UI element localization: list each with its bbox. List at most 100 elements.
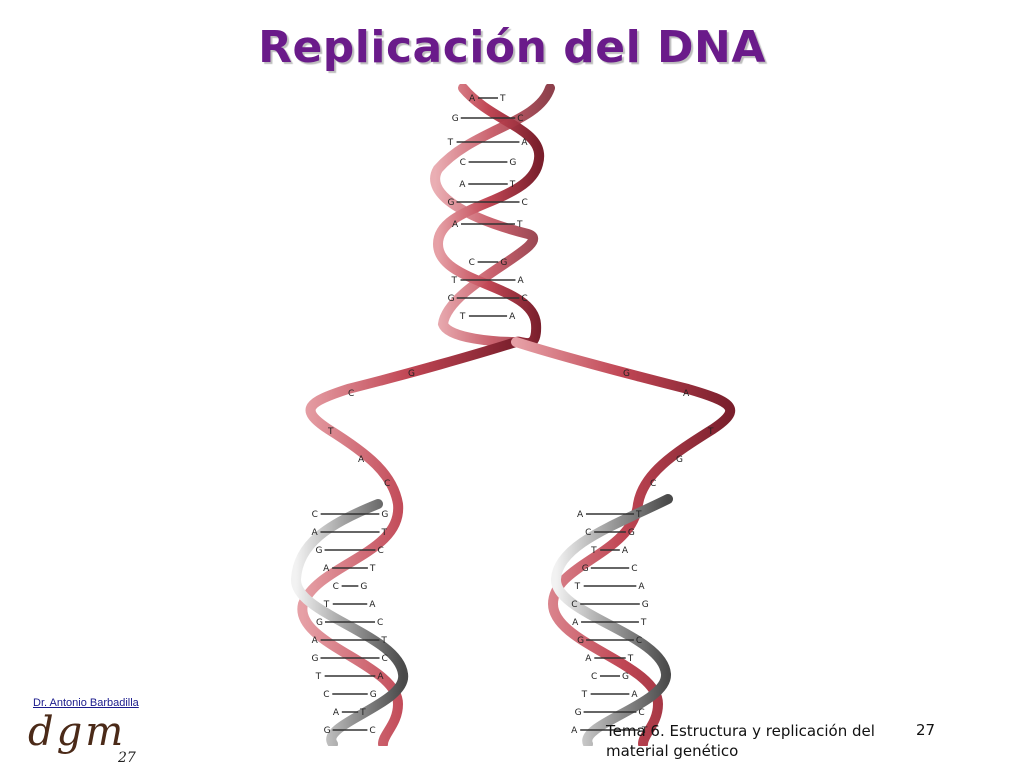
base-letter: C — [571, 600, 577, 610]
base-letter: A — [571, 726, 578, 736]
base-letter: C — [377, 618, 383, 628]
base-letter: A — [572, 618, 579, 628]
base-letter: T — [590, 546, 597, 556]
base-letter: C — [517, 114, 523, 124]
page-number: 27 — [916, 721, 936, 739]
base-letter: A — [469, 94, 476, 104]
base-letter: C — [631, 564, 637, 574]
base-letter: C — [460, 158, 466, 168]
base-letter: A — [638, 582, 645, 592]
base-letter: C — [650, 479, 656, 489]
base-letter: A — [459, 180, 466, 190]
base-letter: T — [359, 708, 366, 718]
base-letter: C — [348, 389, 354, 399]
base-letter: A — [577, 510, 584, 520]
logo-number: 27 — [118, 750, 136, 766]
base-letter: A — [452, 220, 459, 230]
base-letter: A — [517, 276, 524, 286]
base-letter: G — [324, 726, 331, 736]
base-letter: G — [642, 600, 649, 610]
slide-title: Replicación del DNA — [258, 22, 766, 73]
base-letter: G — [316, 546, 323, 556]
base-letter: G — [575, 708, 582, 718]
base-letter: T — [640, 618, 647, 628]
base-letter: G — [628, 528, 635, 538]
base-letter: G — [452, 114, 459, 124]
base-letter: T — [323, 600, 330, 610]
base-letter: C — [382, 654, 388, 664]
base-letter: G — [447, 198, 454, 208]
base-letter: C — [522, 198, 528, 208]
base-letter: C — [377, 546, 383, 556]
base-letter: G — [370, 690, 377, 700]
base-letter: T — [707, 427, 714, 437]
base-letter: A — [312, 636, 319, 646]
base-letter: T — [380, 636, 387, 646]
base-letter: C — [312, 510, 318, 520]
base-letter: A — [622, 546, 629, 556]
base-letter: A — [333, 708, 340, 718]
base-letter: C — [369, 726, 375, 736]
base-letter: C — [469, 258, 475, 268]
dgm-logo: dgm 27 — [22, 712, 162, 768]
base-letter: T — [459, 312, 466, 322]
base-letter: T — [327, 427, 334, 437]
base-letter: T — [627, 654, 634, 664]
base-letter: T — [499, 94, 506, 104]
base-letter: T — [381, 528, 388, 538]
daughter-base-pairs — [320, 513, 640, 731]
base-letter: A — [377, 672, 384, 682]
base-letter: G — [311, 654, 318, 664]
base-letter: G — [360, 582, 367, 592]
parent-helix — [430, 84, 555, 349]
base-letter: A — [369, 600, 376, 610]
base-letter: A — [509, 312, 516, 322]
base-letter: T — [574, 582, 581, 592]
base-letter: G — [408, 369, 415, 379]
base-letter: A — [358, 455, 365, 465]
base-letter: C — [585, 528, 591, 538]
parent-strand-b — [430, 84, 555, 347]
base-letter: A — [311, 528, 318, 538]
base-letter: G — [381, 510, 388, 520]
base-letter: C — [636, 636, 642, 646]
base-letter: T — [315, 672, 322, 682]
base-letter: A — [521, 138, 528, 148]
base-letter: G — [622, 672, 629, 682]
base-letter: G — [500, 258, 507, 268]
base-letter: G — [676, 455, 683, 465]
new-strand-left — [291, 499, 409, 746]
base-letter: G — [316, 618, 323, 628]
fork-left-strand — [297, 337, 521, 746]
fork-right-strand — [511, 337, 736, 746]
base-letter: G — [582, 564, 589, 574]
replication-fork — [297, 337, 736, 746]
parent-strand-a — [432, 84, 545, 349]
base-letter: T — [635, 510, 642, 520]
base-letter: G — [577, 636, 584, 646]
base-letter: T — [451, 276, 458, 286]
base-letter: A — [631, 690, 638, 700]
base-letter: T — [509, 180, 516, 190]
base-letter: A — [683, 389, 690, 399]
base-letter: T — [641, 726, 648, 736]
base-letter: C — [638, 708, 644, 718]
base-letter: C — [323, 690, 329, 700]
base-letter: C — [333, 582, 339, 592]
base-letter: A — [585, 654, 592, 664]
base-letter: C — [521, 294, 527, 304]
base-letter: G — [448, 294, 455, 304]
footer-topic: Tema 6. Estructura y replicación del mat… — [606, 722, 875, 760]
base-letter: G — [623, 369, 630, 379]
author-link[interactable]: Dr. Antonio Barbadilla — [33, 697, 139, 709]
base-letter: A — [323, 564, 330, 574]
parent-base-pairs — [456, 97, 520, 317]
base-letter: C — [591, 672, 597, 682]
base-letter: C — [384, 479, 390, 489]
base-letter: T — [369, 564, 376, 574]
base-letter: T — [581, 690, 588, 700]
base-letter: T — [447, 138, 454, 148]
base-letter: G — [509, 158, 516, 168]
